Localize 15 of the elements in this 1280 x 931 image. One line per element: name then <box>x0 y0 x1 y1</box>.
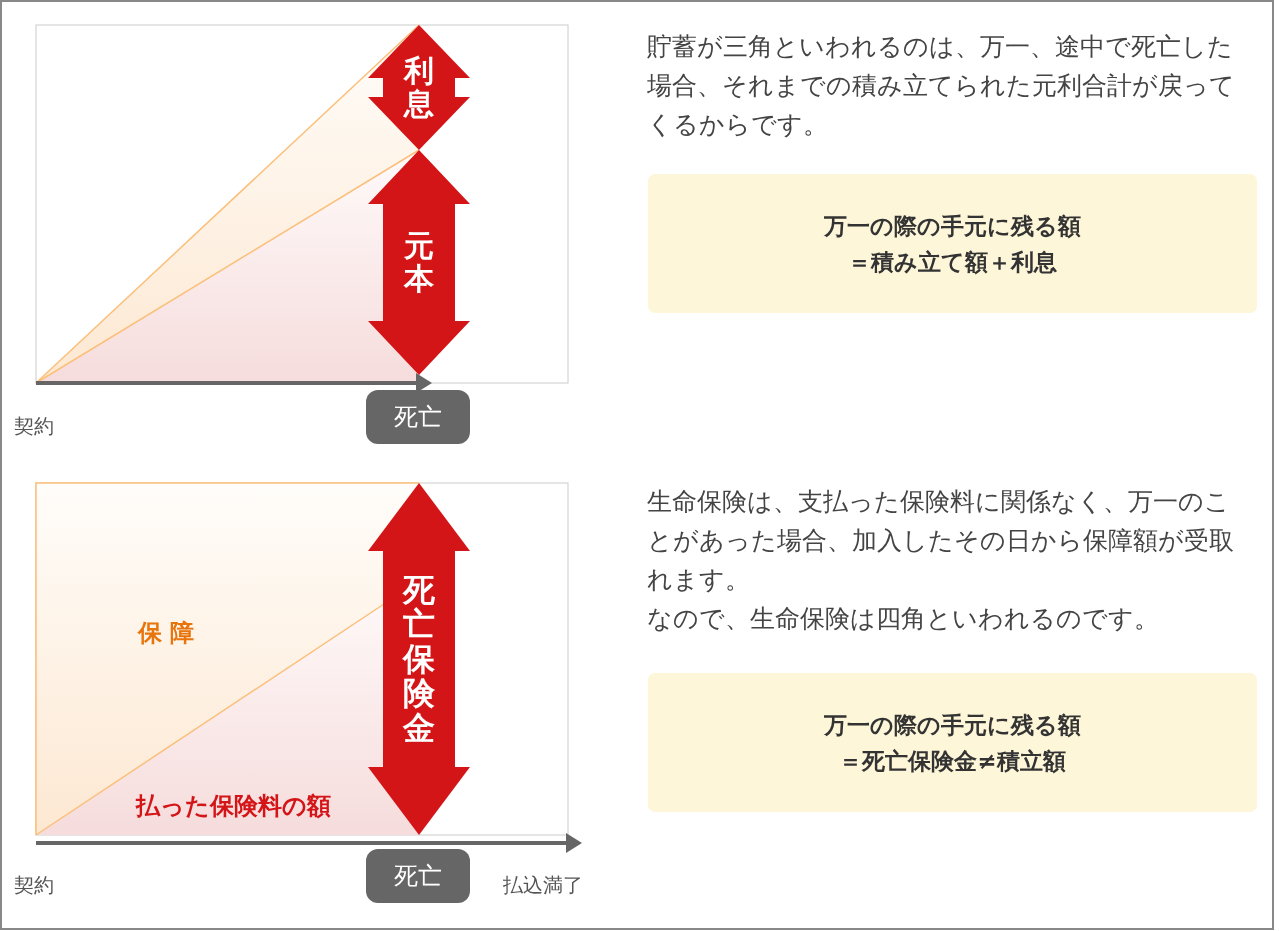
time-badge: 死亡 <box>366 390 470 444</box>
area-label: 保 障 <box>138 618 195 649</box>
axis-label: 払込満了 <box>503 872 583 899</box>
axis-label: 契約 <box>14 872 54 899</box>
paragraph: なので、生命保険は四角といわれるのです。 <box>647 603 1160 635</box>
paragraph: 生命保険は、支払った保険料に関係なく、万一のことがあった場合、加入したその日から保障額が受取れます。 <box>647 486 1235 596</box>
arrow-label: 利息 <box>404 55 434 120</box>
axis-label: 契約 <box>14 413 54 440</box>
paragraph: 貯蓄が三角といわれるのは、万一、途中で死亡した場合、それまでの積み立てられた元利合計が戻ってくるからです。 <box>647 31 1236 141</box>
arrow-label: 死亡保険金 <box>403 572 435 746</box>
formula-box: 万一の際の手元に残る額＝死亡保険金≠積立額 <box>648 673 1257 812</box>
time-badge: 死亡 <box>366 849 470 903</box>
area-label: 払った保険料の額 <box>136 791 331 822</box>
formula-box: 万一の際の手元に残る額＝積み立て額＋利息 <box>648 174 1257 313</box>
arrow-label: 元本 <box>404 230 434 295</box>
